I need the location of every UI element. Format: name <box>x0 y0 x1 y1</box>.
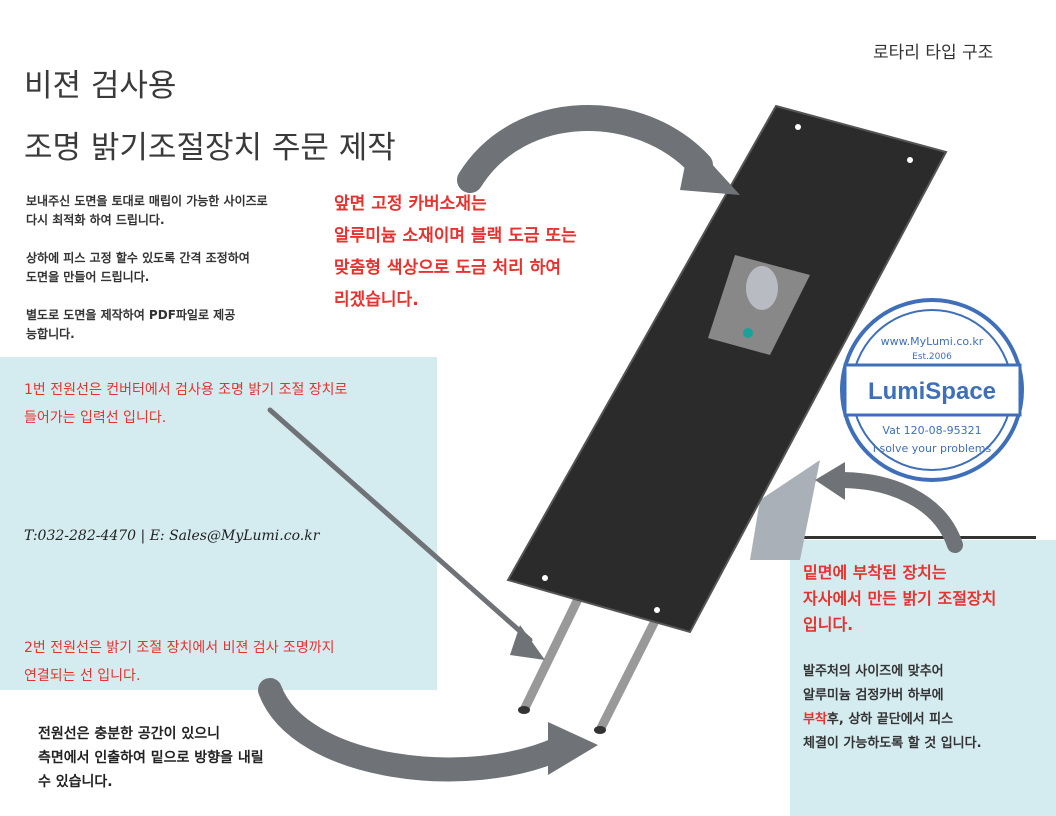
right-l4: 체결이 가능하도록 할 것 입니다. <box>803 736 982 751</box>
wire2-l2: 연결되는 선 입니다. <box>24 668 141 684</box>
wire1-l1: 1번 전원선은 컨버터에서 검사용 조명 밝기 조절 장치로 <box>24 382 348 398</box>
left-info-box <box>0 357 437 690</box>
wire2-l1: 2번 전원선은 밝기 조절 장치에서 비젼 검사 조명까지 <box>24 640 335 656</box>
stamp-vat: Vat 120-08-95321 <box>882 424 981 437</box>
title-line1: 비젼 검사용 <box>24 68 177 104</box>
right-l3: 후, 상하 끝단에서 피스 <box>826 712 954 727</box>
right-box-text: 밑면에 부착된 장치는 자사에서 만든 밝기 조절장치 입니다. 발주처의 사이… <box>803 560 1053 756</box>
lumispace-stamp: LumiSpace www.MyLumi.co.kr Est.2006 Vat … <box>840 298 1024 482</box>
right-red-l3: 입니다. <box>803 615 854 634</box>
intro-text: 보내주신 도면을 토대로 매립이 가능한 사이즈로 다시 최적화 하여 드립니다… <box>26 192 326 344</box>
subtitle: 로타리 타입 구조 <box>873 43 994 63</box>
pipe-icon <box>518 593 663 734</box>
wire1-l2: 들어가는 입력선 입니다. <box>24 410 167 426</box>
front-cover-l2: 알루미늄 소재이며 블랙 도금 또는 <box>334 226 577 246</box>
arrow-icon <box>258 105 963 782</box>
black-cover-plate <box>506 104 948 634</box>
wire2-text: 2번 전원선은 밝기 조절 장치에서 비젼 검사 조명까지 연결되는 선 입니다… <box>24 634 335 690</box>
divider <box>760 536 1036 539</box>
stamp-est: Est.2006 <box>912 352 952 362</box>
intro-2b: 도면을 만들어 드립니다. <box>26 270 150 284</box>
stamp-motto: I solve your problems <box>873 442 992 455</box>
front-cover-l3: 맞춤형 색상으로 도금 처리 하여 <box>334 258 561 278</box>
wire1-text: 1번 전원선은 컨버터에서 검사용 조명 밝기 조절 장치로 들어가는 입력선 … <box>24 376 347 432</box>
front-cover-l4: 리겠습니다. <box>334 290 419 310</box>
bottom-note-l1: 전원선은 충분한 공간이 있으니 <box>38 726 221 742</box>
intro-1a: 보내주신 도면을 토대로 매립이 가능한 사이즈로 <box>26 194 268 208</box>
intro-1b: 다시 최적화 하여 드립니다. <box>26 213 165 227</box>
bottom-note-l3: 수 있습니다. <box>38 774 113 790</box>
intro-2a: 상하에 피스 고정 할수 있도록 간격 조정하여 <box>26 251 250 265</box>
stamp-url: www.MyLumi.co.kr <box>881 335 984 348</box>
intro-3a: 별도로 도면을 제작하여 PDF파일로 제공 <box>26 308 236 322</box>
intro-3b: 능합니다. <box>26 327 75 341</box>
title-line2: 조명 밝기조절장치 주문 제작 <box>24 130 396 166</box>
right-red-l1: 밑면에 부착된 장치는 <box>803 563 947 582</box>
stamp-brand: LumiSpace <box>868 378 996 405</box>
right-l3-red: 부착 <box>803 712 827 727</box>
bottom-note: 전원선은 충분한 공간이 있으니 측면에서 인출하여 밑으로 방향을 내릴 수 … <box>38 722 264 794</box>
right-l1: 발주처의 사이즈에 맞추어 <box>803 664 944 679</box>
right-red-l2: 자사에서 만든 밝기 조절장치 <box>803 589 997 608</box>
front-cover-text: 앞면 고정 카버소재는 알루미늄 소재이며 블랙 도금 또는 맞춤형 색상으로 … <box>334 188 577 316</box>
right-info-box <box>790 540 1056 816</box>
bottom-note-l2: 측면에서 인출하여 밑으로 방향을 내릴 <box>38 750 264 766</box>
right-l2: 알루미늄 검정카버 하부에 <box>803 688 944 703</box>
front-cover-l1: 앞면 고정 카버소재는 <box>334 194 487 214</box>
contact-info: T:032-282-4470 | E: Sales@MyLumi.co.kr <box>24 528 320 544</box>
